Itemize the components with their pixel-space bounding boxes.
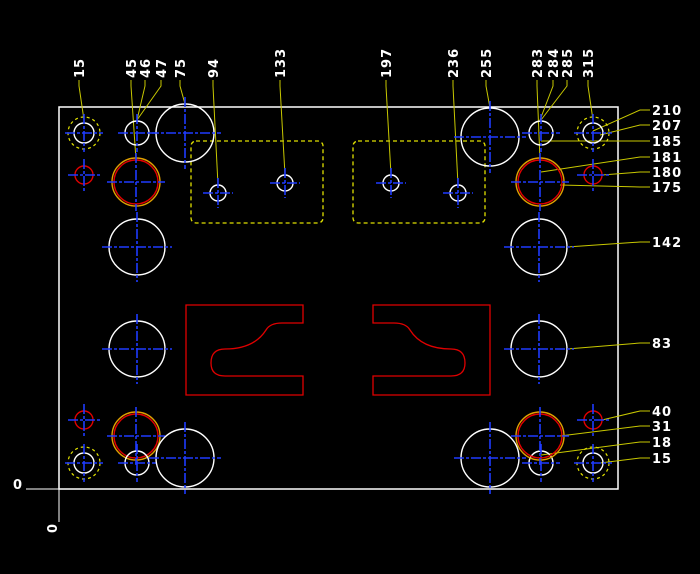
plate-outline [58, 106, 619, 490]
dimension-lines [78, 80, 650, 464]
y-dimension-label: 15 [652, 452, 672, 467]
x-dimension-leader [179, 80, 186, 105]
tapped-hole [65, 114, 103, 152]
x-dimension-leader [130, 80, 137, 161]
through-hole [149, 97, 221, 169]
through-hole [102, 314, 172, 384]
y-dimension-label: 18 [652, 436, 672, 451]
through-hole [454, 101, 526, 173]
x-dimension-leader [385, 80, 392, 176]
pin-hole [577, 404, 609, 436]
x-dimension-label: 133 [274, 48, 289, 78]
x-dimension-label: 284 [547, 48, 562, 78]
through-hole [102, 212, 172, 282]
x-dimension-label: 15 [73, 58, 88, 78]
y-dimension-leader [566, 241, 650, 248]
x-dimension-leader [136, 80, 162, 121]
y-dimension-leader [592, 109, 650, 132]
x-dimension-label: 283 [531, 48, 546, 78]
through-hole [107, 407, 165, 465]
through-hole [504, 314, 574, 384]
through-hole [107, 153, 165, 211]
tapped-hole [574, 444, 612, 482]
origin-y-label: 0 [46, 523, 61, 533]
through-hole [118, 444, 156, 482]
x-dimension-leader [539, 80, 554, 121]
y-dimension-label: 180 [652, 166, 682, 181]
y-dimension-leader [599, 124, 650, 136]
dashed-region-left [190, 140, 324, 224]
y-dimension-label: 83 [652, 337, 672, 352]
y-dimension-leader [540, 156, 650, 173]
through-hole [511, 407, 569, 465]
tapped-hole [65, 444, 103, 482]
pin-hole [68, 404, 100, 436]
x-dimension-leader [78, 80, 85, 121]
through-hole [443, 178, 473, 208]
through-hole [203, 178, 233, 208]
x-dimension-label: 285 [561, 48, 576, 78]
y-dimension-leader [601, 410, 650, 421]
y-dimension-label: 207 [652, 119, 682, 134]
through-hole [376, 168, 406, 198]
dashed-region-right [352, 140, 486, 224]
y-dimension-label: 210 [652, 104, 682, 119]
x-dimension-label: 94 [207, 58, 222, 78]
x-dimension-leader [485, 80, 491, 109]
through-hole [149, 422, 221, 494]
through-hole [522, 114, 560, 152]
x-dimension-leader [540, 80, 568, 121]
y-dimension-leader [540, 441, 650, 456]
x-dimension-leader [212, 80, 219, 186]
x-dimension-label: 315 [582, 48, 597, 78]
holes-layer [65, 97, 612, 494]
y-dimension-label: 185 [652, 135, 682, 150]
pin-hole [577, 159, 609, 191]
through-hole [522, 444, 560, 482]
x-dimension-label: 197 [380, 48, 395, 78]
y-dimension-label: 40 [652, 405, 672, 420]
tapped-hole [574, 114, 612, 152]
pin-hole [68, 159, 100, 191]
x-dimension-leader [136, 80, 146, 121]
y-dimension-leader [599, 457, 650, 464]
x-dimension-label: 255 [480, 48, 495, 78]
through-hole [270, 168, 300, 198]
x-dimension-leader [536, 80, 541, 161]
pocket-left [185, 304, 304, 396]
x-dimension-label: 47 [155, 58, 170, 78]
y-dimension-label: 175 [652, 181, 682, 196]
x-dimension-leader [279, 80, 286, 176]
y-dimension-leader [559, 184, 650, 188]
through-hole [511, 153, 569, 211]
y-dimension-leader [559, 425, 650, 437]
through-hole [504, 212, 574, 282]
origin-x-label: 0 [13, 478, 23, 493]
y-dimension-leader [601, 171, 650, 176]
y-dimension-label: 142 [652, 236, 682, 251]
x-dimension-label: 45 [125, 58, 140, 78]
through-hole [454, 422, 526, 494]
x-dimension-leader [587, 80, 594, 121]
x-dimension-leader [452, 80, 459, 186]
x-dimension-label: 46 [139, 58, 154, 78]
x-dimension-label: 236 [447, 48, 462, 78]
x-dimension-label: 75 [174, 58, 189, 78]
y-dimension-label: 181 [652, 151, 682, 166]
y-dimension-leader [566, 342, 650, 350]
pocket-right [372, 304, 491, 396]
y-dimension-label: 31 [652, 420, 672, 435]
